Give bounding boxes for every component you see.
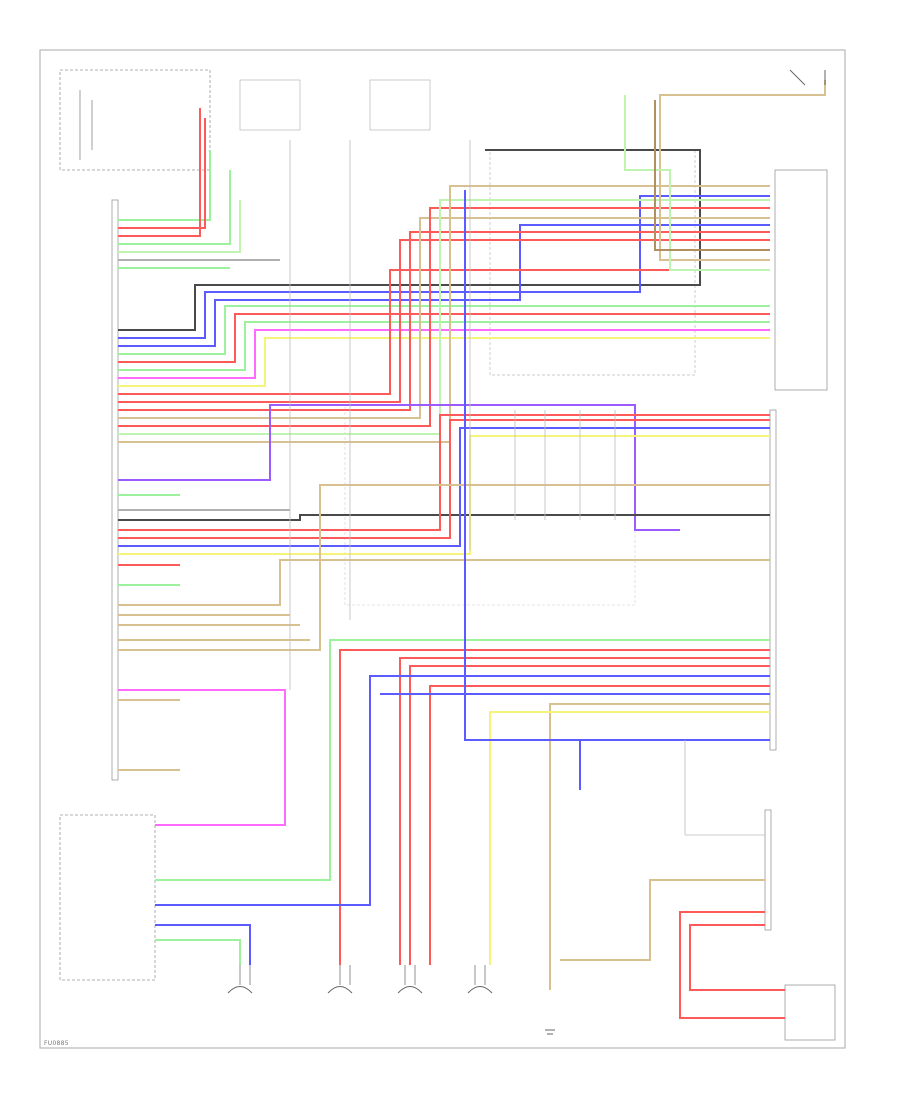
- wire-group-main: [118, 149, 770, 443]
- fuse-box-b: [369, 79, 431, 131]
- fuse-box-a: [239, 79, 301, 131]
- wire-group-amp: [155, 190, 770, 990]
- left-front-speaker: [397, 965, 423, 994]
- right-lower-module: [764, 809, 772, 931]
- ac-control-unit: [59, 69, 211, 171]
- figure-code: FU0885: [44, 1040, 69, 1047]
- wire-group-upper: [118, 108, 280, 269]
- telephone-transceiver: [59, 814, 156, 981]
- bottom-right-module: [784, 984, 836, 1041]
- telephone-control-unit: [774, 169, 828, 391]
- right-rear-speaker: [327, 965, 353, 994]
- wire-group-right-bottom: [560, 739, 785, 1019]
- wire-group-top-right: [624, 80, 826, 271]
- wire-group-gray: [289, 140, 765, 836]
- switch-symbol: [789, 69, 826, 86]
- left-rear-speaker: [467, 965, 493, 994]
- ground-symbol: [545, 1029, 555, 1035]
- diagram-border: [39, 49, 846, 1049]
- wire-group-lower-left: [118, 689, 286, 965]
- radio-unit-connector: [111, 199, 119, 781]
- amplifier-connector-right: [769, 409, 777, 751]
- right-front-speaker: [227, 965, 253, 994]
